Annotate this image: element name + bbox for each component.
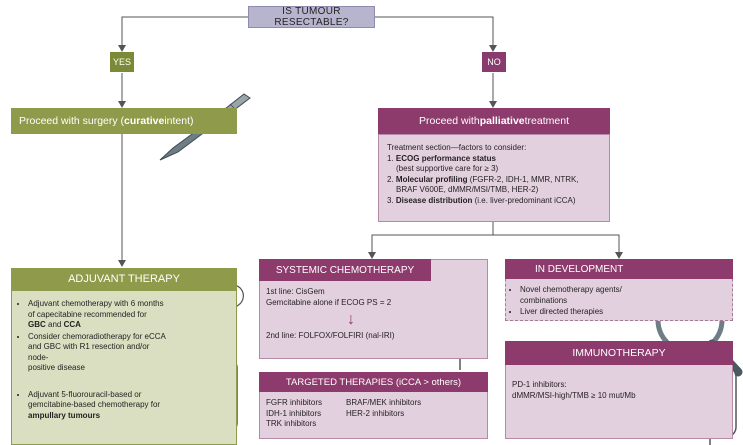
targeted-item: IDH-1 inhibitors (266, 408, 322, 418)
gemcitabine-text: Gemcitabine alone if ECOG PS = 2 (266, 297, 392, 307)
targeted-item: TRK inhibitors (266, 419, 317, 428)
surgery-header: Proceed with surgery (curative intent) (11, 108, 237, 134)
immuno-title: IMMUNOTHERAPY (505, 341, 733, 365)
adjuvant-panel: Adjuvant chemotherapy with 6 months of c… (11, 290, 237, 445)
no-label: NO (482, 52, 506, 72)
systemic-title: SYSTEMIC CHEMOTHERAPY (259, 259, 431, 281)
development-title: IN DEVELOPMENT (505, 259, 733, 279)
factor-sub: (best supportive care for ≥ 3) (396, 164, 499, 173)
immuno-text: PD-1 inhibitors: dMMR/MSI-high/TMB ≥ 10 … (512, 380, 682, 401)
development-bullet: Novel chemotherapy agents/combinations (520, 285, 660, 306)
second-line-text: 2nd line: FOLFOX/FOLFIRI (nal-IRI) (266, 331, 395, 340)
resectable-question: IS TUMOUR RESECTABLE? (248, 6, 375, 28)
targeted-title: TARGETED THERAPIES (iCCA > others) (259, 372, 488, 392)
pd1-text: PD-1 inhibitors: (512, 380, 567, 389)
factor-item: 1. ECOG performance status (387, 153, 496, 163)
targeted-item: HER-2 inhibitors (346, 408, 405, 418)
down-arrow-icon: ↓ (347, 311, 355, 328)
factor-item: 3. Disease distribution (i.e. liver-pred… (387, 195, 576, 205)
factor-item: 2. Molecular profiling (FGFR-2, IDH-1, M… (387, 174, 579, 184)
targeted-item: FGFR inhibitors (266, 398, 323, 407)
biomarker-text: dMMR/MSI-high/TMB ≥ 10 mut/Mb (512, 390, 636, 400)
systemic-text: 1st line: CisGem Gemcitabine alone if EC… (266, 287, 436, 342)
adjuvant-bullet: Consider chemoradiotherapy for eCCA and … (28, 332, 166, 374)
factors-panel: Treatment section—factors to consider: 1… (378, 134, 610, 222)
yes-label: YES (110, 52, 134, 72)
targeted-list: FGFR inhibitors IDH-1 inhibitors TRK inh… (266, 398, 446, 430)
development-list: Novel chemotherapy agents/combinations L… (510, 285, 660, 319)
targeted-item: BRAF/MEK inhibitors (346, 398, 422, 407)
adjuvant-bullet: Adjuvant 5-fluorouracil-based or gemcita… (28, 390, 166, 422)
adjuvant-title: ADJUVANT THERAPY (11, 268, 237, 290)
development-bullet: Liver directed therapies (520, 307, 660, 318)
first-line-text: 1st line: CisGem (266, 287, 325, 296)
factors-intro: Treatment section—factors to consider: (387, 143, 527, 152)
adjuvant-bullet: Adjuvant chemotherapy with 6 months of c… (28, 299, 166, 331)
factor-sub: BRAF V600E, dMMR/MSI/TMB, HER-2) (396, 185, 539, 194)
palliative-header: Proceed with palliative treatment (378, 108, 610, 134)
